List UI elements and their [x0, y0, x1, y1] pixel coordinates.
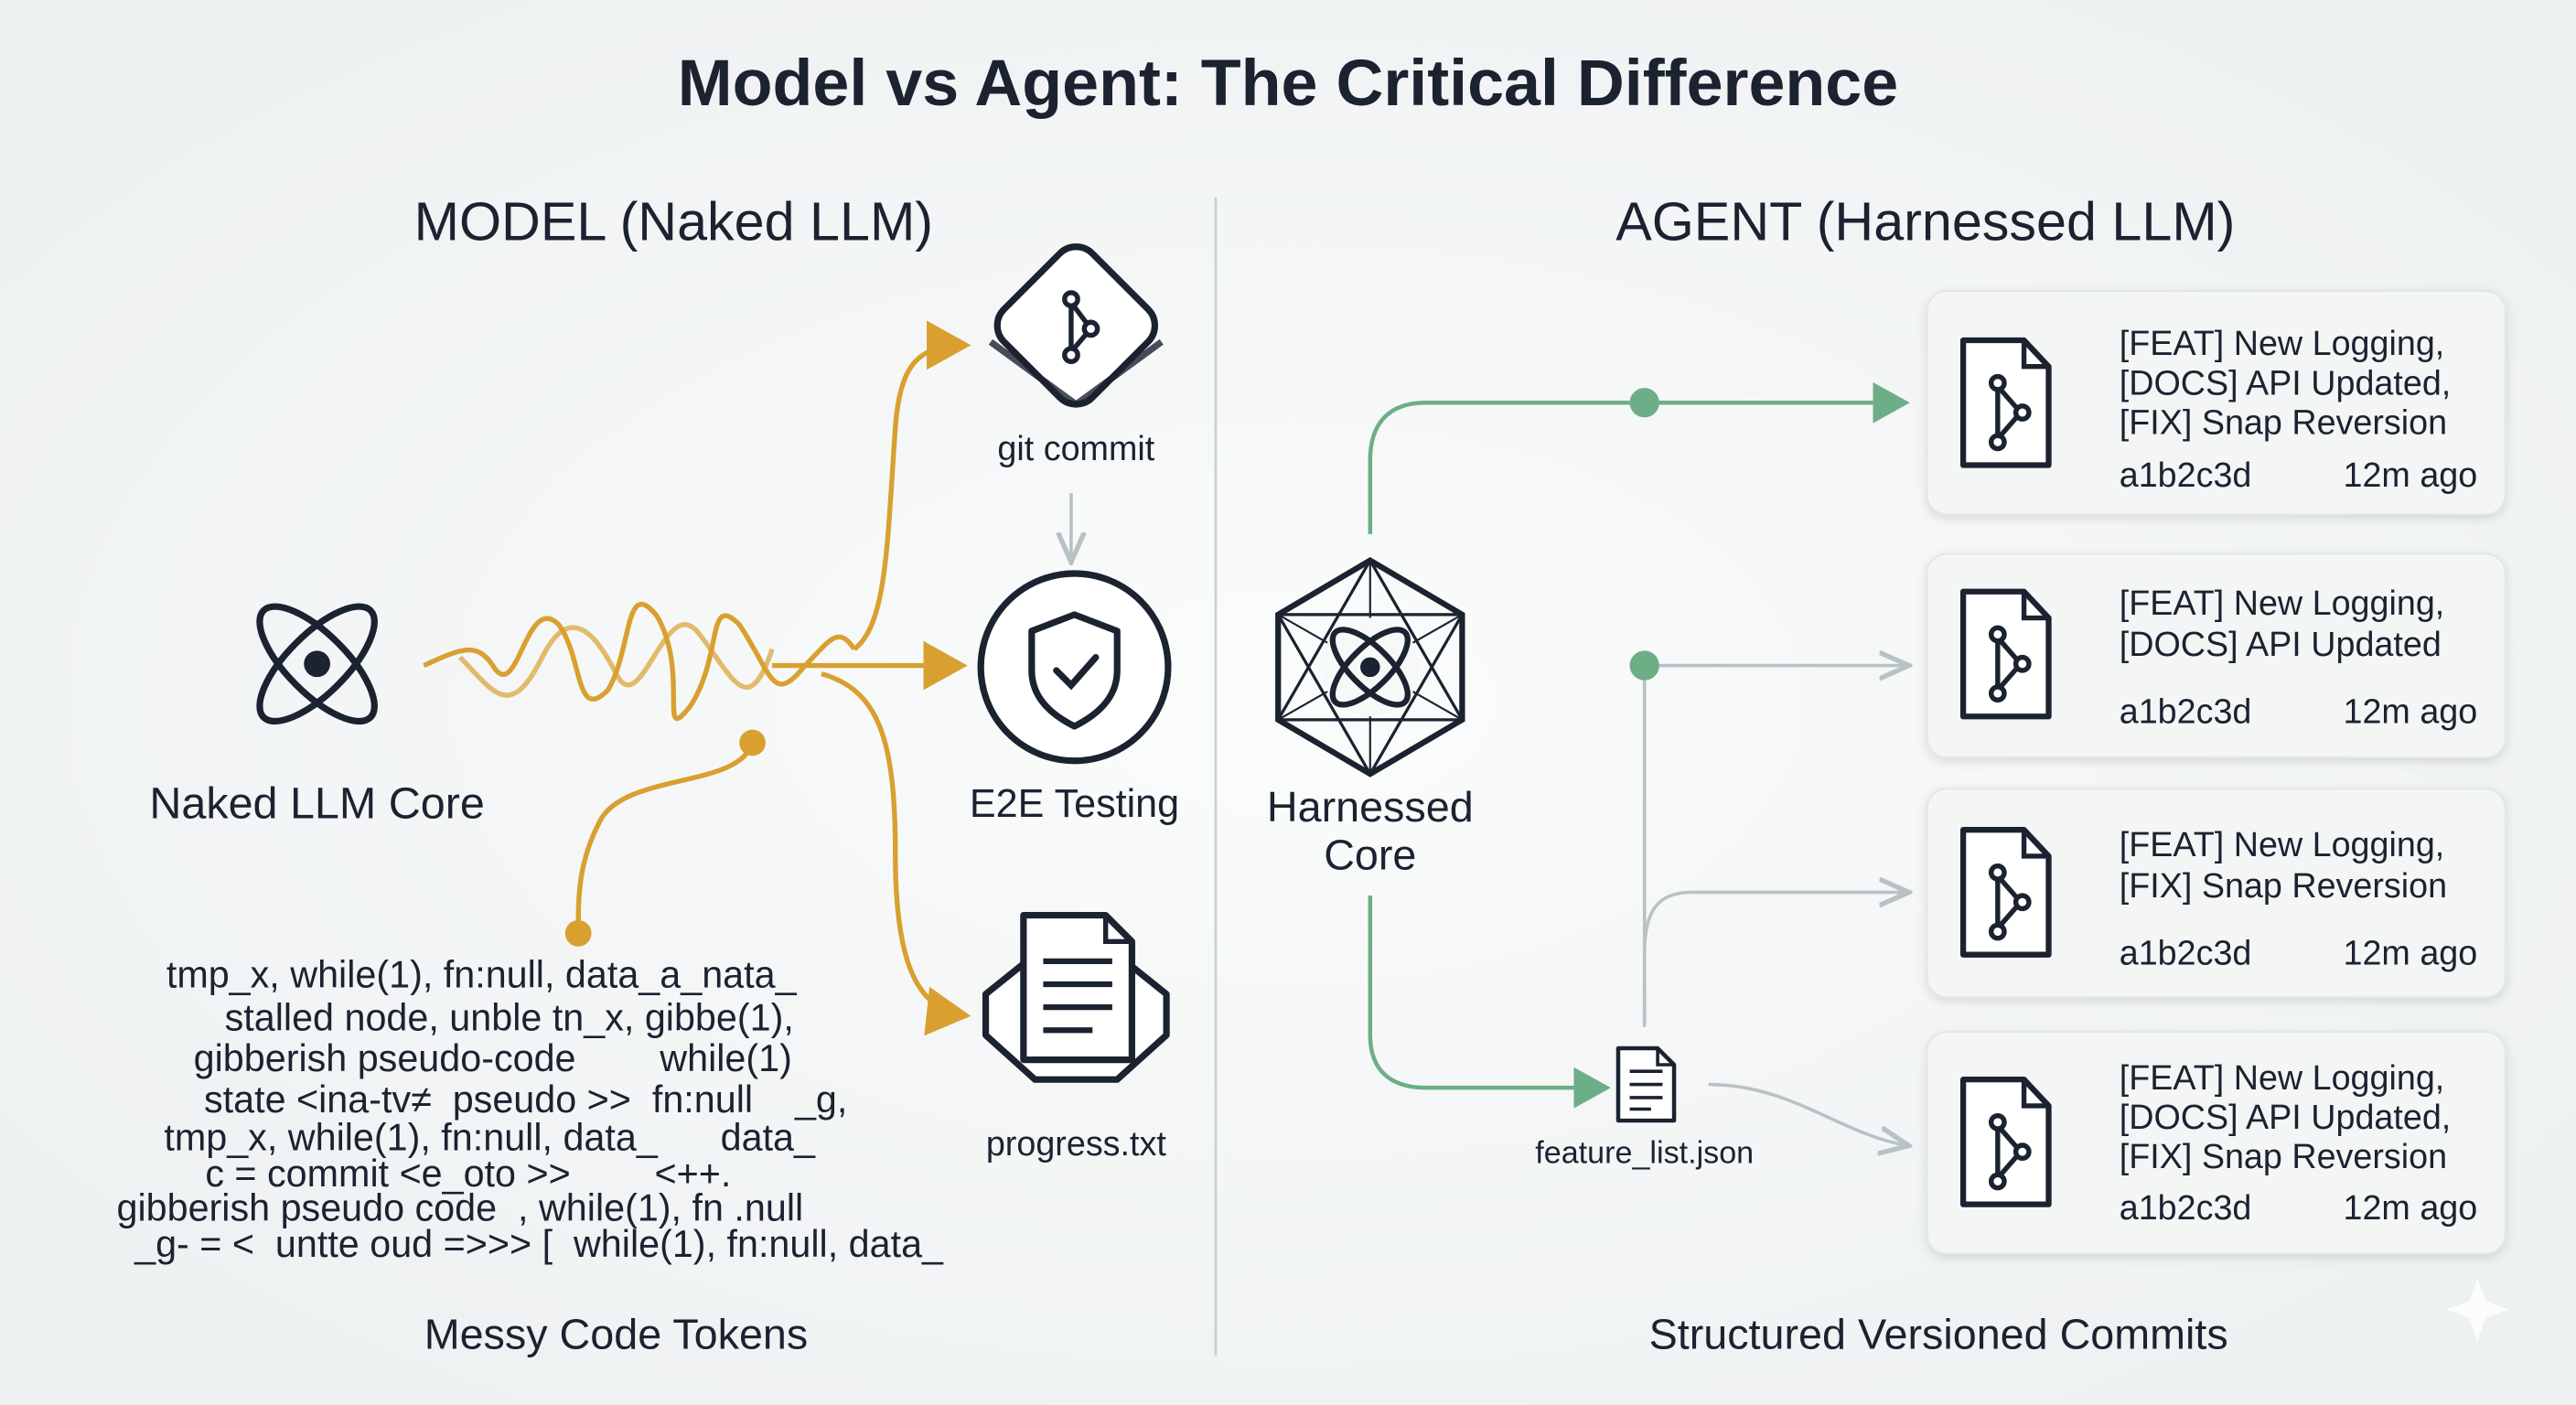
- commit-card[interactable]: [FEAT] New Logging, [FIX] Snap Reversion…: [1926, 788, 2506, 999]
- git-commit-label: git commit: [997, 429, 1154, 467]
- document-icon: [982, 911, 1170, 1083]
- feature-file-icon: [1615, 1046, 1677, 1123]
- sparkle-icon: [2446, 1278, 2509, 1341]
- commit-line: [FIX] Snap Reversion: [2120, 402, 2447, 441]
- commit-line: [FEAT] New Logging,: [2120, 584, 2445, 622]
- model-heading: MODEL (Naked LLM): [414, 190, 933, 252]
- harnessed-core-icon: [1275, 557, 1465, 778]
- commit-hash: a1b2c3d: [2120, 1188, 2252, 1227]
- commit-line: [FEAT] New Logging,: [2120, 324, 2445, 362]
- messy-line: c = commit <e_oto >> <++.: [205, 1153, 731, 1195]
- git-file-icon: [1963, 340, 2048, 465]
- commit-hash: a1b2c3d: [2120, 933, 2252, 971]
- commit-card[interactable]: [FEAT] New Logging, [DOCS] API Updated, …: [1926, 1031, 2506, 1255]
- messy-code-tokens: tmp_x, while(1), fn:null, data_a_nata_ s…: [117, 954, 945, 1266]
- commit-time: 12m ago: [2344, 933, 2478, 971]
- git-file-icon: [1963, 592, 2048, 716]
- e2e-testing-label: E2E Testing: [970, 782, 1179, 826]
- commit-line: [FEAT] New Logging,: [2120, 1058, 2445, 1097]
- commit-line: [FIX] Snap Reversion: [2120, 1137, 2447, 1175]
- node-dot: [1629, 650, 1659, 681]
- messy-line: stalled node, unble tn_x, gibbe(1),: [225, 996, 794, 1038]
- token-dot: [739, 729, 766, 756]
- commit-line: [FEAT] New Logging,: [2120, 825, 2445, 863]
- harnessed-core-label: Core: [1324, 831, 1416, 878]
- messy-line: gibberish pseudo-code while(1): [194, 1037, 792, 1079]
- commit-line: [FIX] Snap Reversion: [2120, 866, 2447, 905]
- atom-icon: [256, 603, 378, 725]
- naked-core-label: Naked LLM Core: [149, 779, 484, 829]
- messy-line: gibberish pseudo code , while(1), fn .nu…: [117, 1187, 804, 1229]
- commit-time: 12m ago: [2344, 692, 2478, 730]
- feature-file-label: feature_list.json: [1535, 1136, 1754, 1171]
- commit-hash: a1b2c3d: [2120, 456, 2252, 494]
- commit-hash: a1b2c3d: [2120, 692, 2252, 730]
- commit-time: 12m ago: [2344, 456, 2478, 494]
- commit-time: 12m ago: [2344, 1188, 2478, 1227]
- commit-card[interactable]: [FEAT] New Logging, [DOCS] API Updated, …: [1926, 290, 2506, 516]
- chaotic-paths: [423, 320, 971, 1036]
- agent-heading: AGENT (Harnessed LLM): [1615, 190, 2235, 252]
- messy-line: tmp_x, while(1), fn:null, data_a_nata_: [166, 954, 798, 996]
- node-dot: [1629, 388, 1659, 418]
- git-file-icon: [1963, 830, 2048, 954]
- git-file-icon: [1963, 1079, 2048, 1204]
- token-dot: [564, 919, 592, 947]
- messy-caption: Messy Code Tokens: [424, 1311, 809, 1358]
- commit-card[interactable]: [FEAT] New Logging, [DOCS] API Updated a…: [1926, 552, 2506, 759]
- shield-check-icon: [977, 570, 1172, 765]
- messy-line: state <ina-tv≠ pseudo >> fn:null _g,: [204, 1078, 847, 1121]
- commit-line: [DOCS] API Updated,: [2120, 1098, 2452, 1136]
- harnessed-core-label: Harnessed: [1267, 783, 1474, 831]
- commit-line: [DOCS] API Updated: [2120, 625, 2442, 663]
- commit-line: [DOCS] API Updated,: [2120, 363, 2452, 402]
- git-branch-icon: [988, 243, 1164, 408]
- page-title: Model vs Agent: The Critical Difference: [678, 47, 1898, 120]
- progress-label: progress.txt: [986, 1124, 1166, 1163]
- structured-paths: [1368, 381, 1905, 1145]
- agent-caption: Structured Versioned Commits: [1649, 1311, 2228, 1358]
- messy-line: tmp_x, while(1), fn:null, data_ data_: [164, 1116, 816, 1158]
- messy-line: _g- = < untte oud =>>> [ while(1), fn:nu…: [134, 1223, 944, 1265]
